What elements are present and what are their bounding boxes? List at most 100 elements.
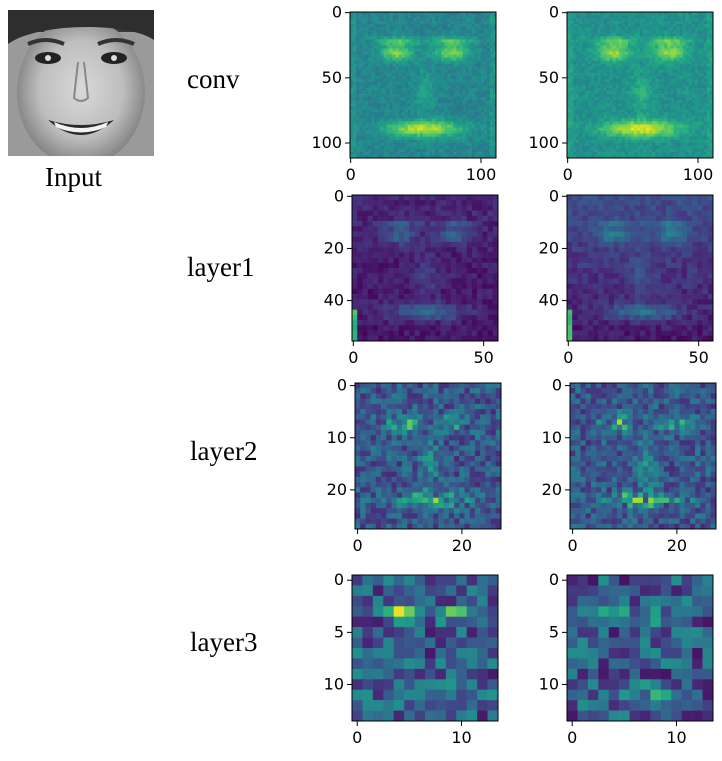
heatmap-cell (416, 94, 421, 98)
heatmap-cell (432, 72, 436, 77)
heatmap-cell (386, 63, 390, 68)
heatmap-cell (649, 69, 653, 74)
heatmap-cell (655, 39, 659, 43)
heatmap-cell (585, 72, 589, 77)
heatmap-cell (573, 33, 577, 37)
heatmap-cell (444, 45, 448, 49)
heatmap-cell (380, 148, 384, 153)
heatmap-cell (404, 57, 409, 61)
heatmap-cell (410, 36, 415, 40)
heatmap-cell (706, 81, 711, 86)
heatmap-cell (414, 252, 421, 258)
heatmap-cell (655, 103, 659, 107)
heatmap-cell (365, 60, 369, 65)
heatmap-cell (658, 30, 662, 34)
heatmap-cell (624, 115, 629, 119)
heatmap-cell (410, 109, 415, 113)
heatmap-cell (477, 66, 482, 71)
heatmap-cell (652, 85, 656, 89)
heatmap-cell (655, 127, 659, 131)
heatmap-cell (423, 118, 427, 122)
heatmap-cell (441, 18, 445, 22)
heatmap-cell (386, 154, 390, 159)
heatmap-cell (456, 195, 462, 201)
heatmap-cell (646, 81, 650, 86)
heatmap-cell (640, 15, 644, 19)
heatmap-cell (477, 91, 482, 95)
heatmap-cell (359, 124, 363, 128)
heatmap-cell (630, 106, 635, 110)
heatmap-cell (416, 139, 421, 144)
heatmap-cell (688, 66, 693, 71)
heatmap-cell (432, 85, 436, 89)
heatmap-cell (359, 133, 363, 138)
heatmap-cell (483, 33, 488, 37)
heatmap-cell (603, 148, 607, 153)
heatmap-cell (640, 21, 644, 25)
heatmap-cell (694, 148, 699, 153)
heatmap-cell (423, 106, 427, 110)
heatmap-cell (636, 97, 641, 101)
heatmap-cell (477, 94, 482, 98)
heatmap-cell (643, 75, 647, 80)
heatmap-cell (383, 81, 387, 86)
heatmap-cell (404, 106, 409, 110)
heatmap-cell (456, 215, 462, 222)
heatmap-cell (700, 48, 705, 52)
heatmap-cell (691, 27, 696, 31)
heatmap-cell (474, 109, 479, 113)
heatmap-cell (591, 42, 595, 46)
heatmap-cell (462, 133, 466, 138)
heatmap-cell (636, 36, 641, 40)
heatmap-cell (383, 130, 387, 134)
heatmap-cell (395, 75, 399, 80)
heatmap-cell (661, 81, 665, 86)
heatmap-cell (576, 18, 580, 22)
heatmap-cell (591, 75, 595, 80)
heatmap-cell (691, 136, 696, 141)
heatmap-cell (407, 21, 412, 25)
heatmap-cell (492, 200, 499, 206)
heatmap-cell (374, 145, 378, 150)
heatmap-cell (371, 154, 375, 159)
heatmap-cell (465, 109, 469, 113)
heatmap-cell (703, 142, 708, 147)
heatmap-cell (359, 94, 363, 98)
heatmap-cell (486, 78, 491, 83)
heatmap-cell (388, 210, 395, 217)
heatmap-cell (630, 100, 635, 104)
heatmap-cell (438, 54, 442, 58)
heatmap-cell (432, 12, 436, 16)
heatmap-cell (621, 94, 626, 98)
heatmap-cell (615, 124, 620, 128)
heatmap-cell (477, 136, 482, 141)
heatmap-cell (465, 148, 469, 153)
heatmap-cell (377, 106, 381, 110)
heatmap-cell (404, 221, 410, 227)
heatmap-cell (691, 57, 696, 61)
heatmap-cell (679, 154, 683, 159)
heatmap-cell (652, 88, 656, 92)
heatmap-cell (591, 100, 595, 104)
heatmap-cell (423, 154, 427, 159)
heatmap-cell (664, 151, 668, 156)
heatmap-cell (371, 42, 375, 46)
heatmap-cell (374, 48, 378, 52)
heatmap-cell (682, 124, 686, 128)
heatmap-cell (483, 85, 488, 89)
heatmap-cell (594, 39, 598, 43)
heatmap-cell (691, 18, 696, 22)
heatmap-cell (652, 72, 656, 77)
heatmap-cell (633, 69, 638, 74)
heatmap-cell (444, 118, 448, 122)
heatmap-cell (372, 205, 379, 211)
heatmap-cell (694, 115, 699, 119)
heatmap-cell (468, 142, 472, 147)
heatmap-cell (416, 24, 421, 28)
heatmap-cell (413, 124, 418, 128)
heatmap-cell (603, 12, 607, 16)
heatmap-cell (398, 241, 405, 248)
heatmap-cell (398, 112, 403, 116)
heatmap-cell (700, 42, 705, 46)
heatmap-cell (673, 36, 677, 40)
